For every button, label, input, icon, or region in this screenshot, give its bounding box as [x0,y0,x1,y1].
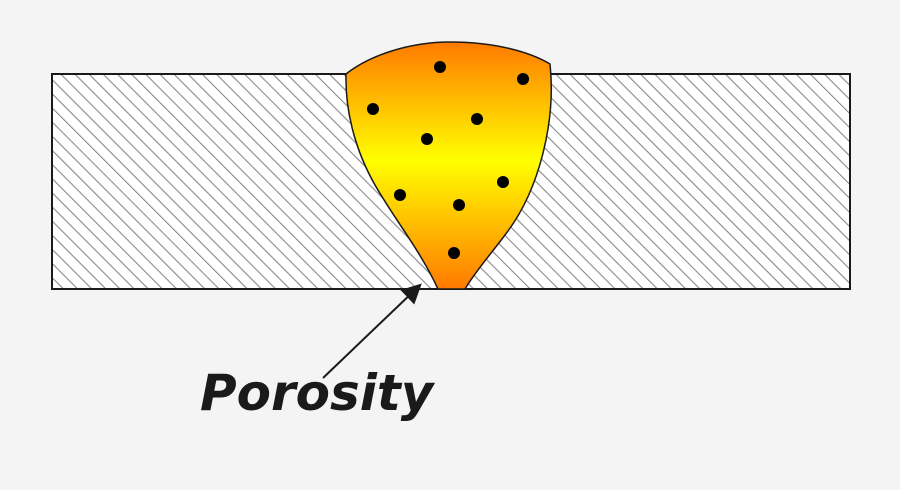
leader-arrow [322,283,422,379]
pore [471,113,483,125]
pore [434,61,446,73]
weld-bead [345,41,552,290]
pore [497,176,509,188]
pores [367,61,529,259]
pore [453,199,465,211]
pore [367,103,379,115]
pore [394,189,406,201]
pore [517,73,529,85]
pore [421,133,433,145]
porosity-label: Porosity [200,364,434,422]
pore [448,247,460,259]
